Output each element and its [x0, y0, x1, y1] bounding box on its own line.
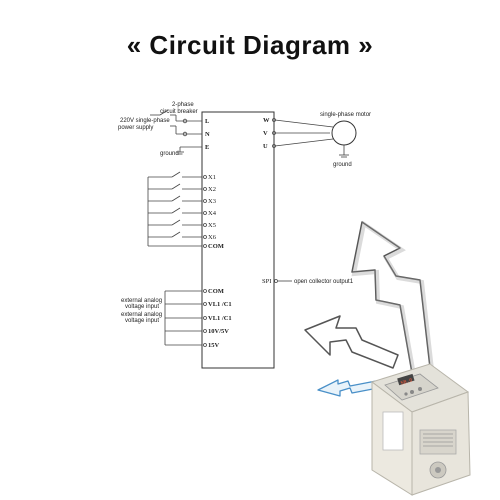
- digital-input-section: X1 X2 X3 X4 X5 X6 COM: [147, 171, 224, 250]
- terminal-x3: X3: [208, 198, 216, 205]
- input-ground-label: ground: [160, 151, 179, 157]
- supply-label-1: 220V single-phase: [120, 118, 170, 124]
- device-display-text: 5B.0: [400, 377, 413, 386]
- motor-label: single-phase motor: [320, 112, 371, 118]
- terminal-10v: 10V/5V: [208, 328, 229, 335]
- analog-input-section: external analog voltage input external a…: [121, 288, 232, 349]
- terminal-vl1-b: VL1 /C1: [208, 315, 232, 322]
- diagram-title: « Circuit Diagram »: [126, 30, 374, 60]
- blue-arrow-icon: [317, 379, 379, 397]
- motor-output-section: W V U single-phase motor ground: [263, 112, 371, 168]
- terminal-com-analog: COM: [208, 288, 224, 295]
- terminal-l: L: [205, 118, 210, 125]
- terminal-x2: X2: [208, 186, 216, 193]
- spi-label: open collector output1: [294, 279, 354, 285]
- terminal-x4: X4: [208, 210, 217, 217]
- terminal-u: U: [263, 143, 268, 150]
- supply-label-2: power supply: [118, 125, 153, 131]
- up-arrow-icon: [351, 220, 437, 395]
- analog-label-2a: external analog: [121, 312, 162, 318]
- motor-ground-label: ground: [333, 162, 352, 168]
- terminal-n: N: [205, 131, 210, 138]
- motor-symbol: [331, 120, 357, 146]
- terminal-com-digital: COM: [208, 243, 224, 250]
- terminal-x1: X1: [208, 174, 216, 181]
- inverter-device: 5B.0: [370, 363, 471, 496]
- terminal-vl1-a: VL1 /C1: [208, 301, 232, 308]
- terminal-e: E: [205, 144, 209, 151]
- terminal-x6: X6: [208, 234, 217, 241]
- terminal-15v: 15V: [208, 342, 220, 349]
- device-display: [397, 373, 415, 386]
- analog-label-1a: external analog: [121, 298, 162, 304]
- analog-label-2b: voltage input: [125, 318, 159, 324]
- breaker-label-2: circuit breaker: [160, 109, 198, 115]
- terminal-spi: SPI: [262, 278, 271, 285]
- power-input-section: 2-phase circuit breaker 220V single-phas…: [118, 102, 210, 157]
- terminal-v: V: [263, 130, 268, 137]
- breaker-label-1: 2-phase: [172, 102, 194, 108]
- terminal-x5: X5: [208, 222, 216, 229]
- spi-output-section: SPI open collector output1: [262, 278, 354, 285]
- left-arrow-icon: [304, 315, 399, 369]
- terminal-w: W: [263, 117, 270, 124]
- inverter-box: [201, 111, 275, 369]
- analog-label-1b: voltage input: [125, 304, 159, 310]
